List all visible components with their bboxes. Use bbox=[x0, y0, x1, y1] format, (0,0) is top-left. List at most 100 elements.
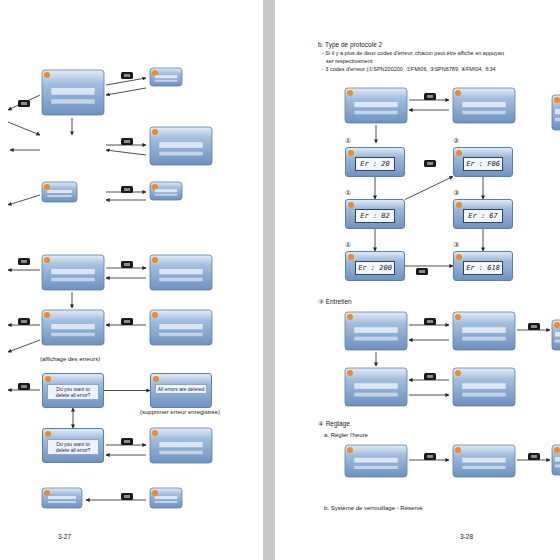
button-icon bbox=[424, 318, 436, 325]
flow-arrow bbox=[106, 200, 146, 201]
screen-thumbnail bbox=[453, 368, 515, 406]
screen-thumbnail bbox=[552, 445, 560, 475]
screen-thumbnail bbox=[150, 255, 212, 290]
callout-number: ① bbox=[345, 189, 351, 197]
button-icon bbox=[424, 453, 436, 460]
dialog-text: All errors are deleted bbox=[155, 384, 207, 394]
flow-connector bbox=[405, 266, 453, 267]
flow-connector bbox=[483, 177, 484, 199]
error-code: Er : 67 bbox=[463, 209, 503, 223]
error-code: Er : 02 bbox=[355, 209, 395, 223]
button-icon bbox=[416, 268, 428, 275]
screen-thumbnail bbox=[345, 88, 407, 123]
button-icon bbox=[528, 323, 540, 330]
screen-thumbnail bbox=[42, 255, 104, 290]
screen-thumbnail bbox=[150, 68, 182, 86]
error-code: Er : 20 bbox=[355, 157, 395, 171]
button-icon bbox=[121, 318, 133, 325]
error-code-screen: Er : F06 bbox=[453, 147, 513, 177]
callout-number: ③ bbox=[453, 189, 459, 197]
dialog-screen: All errors are deleted bbox=[150, 373, 212, 408]
flow-arrow bbox=[8, 270, 40, 271]
page-number: 3-27 bbox=[58, 533, 71, 540]
caption-note: (supprimer erreur enregistrée) bbox=[140, 409, 220, 415]
callout-number: ③ bbox=[453, 241, 459, 249]
dialog-screen: Do you want to delete all error? bbox=[42, 428, 104, 463]
note-text: - 3 codes d'erreur (①SPN200200, ②FMI06, … bbox=[322, 66, 496, 72]
flow-arrow bbox=[8, 122, 40, 135]
button-icon bbox=[121, 493, 133, 500]
screen-thumbnail bbox=[150, 428, 212, 463]
flow-arrow bbox=[10, 150, 40, 151]
screen-thumbnail bbox=[345, 445, 407, 477]
dialog-text: Do you want to delete all error? bbox=[47, 384, 99, 400]
error-code-screen: Er : 200 bbox=[345, 251, 405, 281]
screen-thumbnail bbox=[42, 70, 104, 115]
screen-thumbnail bbox=[150, 127, 212, 165]
button-icon bbox=[424, 160, 436, 167]
error-code-screen: Er : 618 bbox=[453, 251, 513, 281]
flow-connector bbox=[73, 408, 74, 428]
flow-arrow bbox=[72, 118, 73, 135]
button-icon bbox=[121, 72, 133, 79]
screen-thumbnail bbox=[42, 488, 82, 508]
screen-thumbnail bbox=[453, 312, 515, 350]
flow-connector bbox=[104, 390, 150, 391]
button-icon bbox=[121, 186, 133, 193]
flow-arrow bbox=[106, 455, 146, 456]
note-text: ser respectivement bbox=[326, 58, 372, 64]
caption-note: (affichage des erreurs) bbox=[40, 356, 100, 362]
callout-number: ② bbox=[453, 137, 459, 145]
button-icon bbox=[18, 383, 30, 390]
screen-thumbnail bbox=[345, 368, 407, 406]
screen-thumbnail bbox=[42, 310, 104, 345]
button-icon bbox=[121, 138, 133, 145]
error-code: Er : 200 bbox=[355, 261, 395, 275]
error-code-screen: Er : 20 bbox=[345, 147, 405, 177]
flow-arrow bbox=[106, 78, 146, 85]
section-heading: ③ Entretien bbox=[318, 298, 352, 306]
flow-connector bbox=[375, 177, 376, 199]
dialog-text: Do you want to delete all error? bbox=[47, 439, 99, 455]
screen-thumbnail bbox=[150, 182, 182, 200]
screen-thumbnail bbox=[552, 95, 560, 130]
screen-thumbnail bbox=[42, 182, 77, 202]
button-icon bbox=[121, 261, 133, 268]
flow-connector bbox=[405, 176, 453, 199]
flow-arrow bbox=[86, 500, 146, 501]
button-icon bbox=[18, 258, 30, 265]
screen-thumbnail bbox=[150, 310, 212, 345]
flow-arrow bbox=[8, 95, 40, 110]
screen-thumbnail bbox=[150, 488, 182, 508]
button-icon bbox=[18, 318, 30, 325]
screen-thumbnail bbox=[345, 312, 407, 350]
button-icon bbox=[121, 438, 133, 445]
sub-heading: b. Système de verrouillage - Réservé bbox=[324, 505, 423, 511]
button-icon bbox=[18, 100, 30, 107]
button-icon bbox=[528, 453, 540, 460]
screen-thumbnail bbox=[453, 88, 515, 123]
flow-connector bbox=[375, 229, 376, 251]
error-code: Er : F06 bbox=[463, 157, 503, 171]
flow-arrow bbox=[8, 195, 40, 205]
page-gutter bbox=[263, 0, 275, 560]
section-heading: b. Type de protocole 2 bbox=[318, 41, 382, 48]
flow-connector bbox=[483, 229, 484, 251]
note-text: - Si il y a plus de deux codes d'erreur,… bbox=[322, 50, 504, 56]
flow-arrow bbox=[409, 340, 449, 341]
flow-arrow bbox=[376, 352, 377, 366]
screen-thumbnail bbox=[552, 320, 560, 350]
flow-arrow bbox=[106, 88, 146, 95]
flow-arrow bbox=[106, 150, 146, 155]
button-icon bbox=[424, 373, 436, 380]
sub-heading: a. Régler l'heure bbox=[324, 432, 368, 438]
flow-arrow bbox=[409, 110, 449, 111]
flow-arrow bbox=[72, 292, 73, 308]
flow-arrow bbox=[376, 125, 377, 143]
flow-arrow bbox=[409, 395, 449, 396]
screen-thumbnail bbox=[453, 445, 515, 477]
section-heading: ④ Réglage bbox=[318, 420, 350, 428]
error-code-screen: Er : 67 bbox=[453, 199, 513, 229]
